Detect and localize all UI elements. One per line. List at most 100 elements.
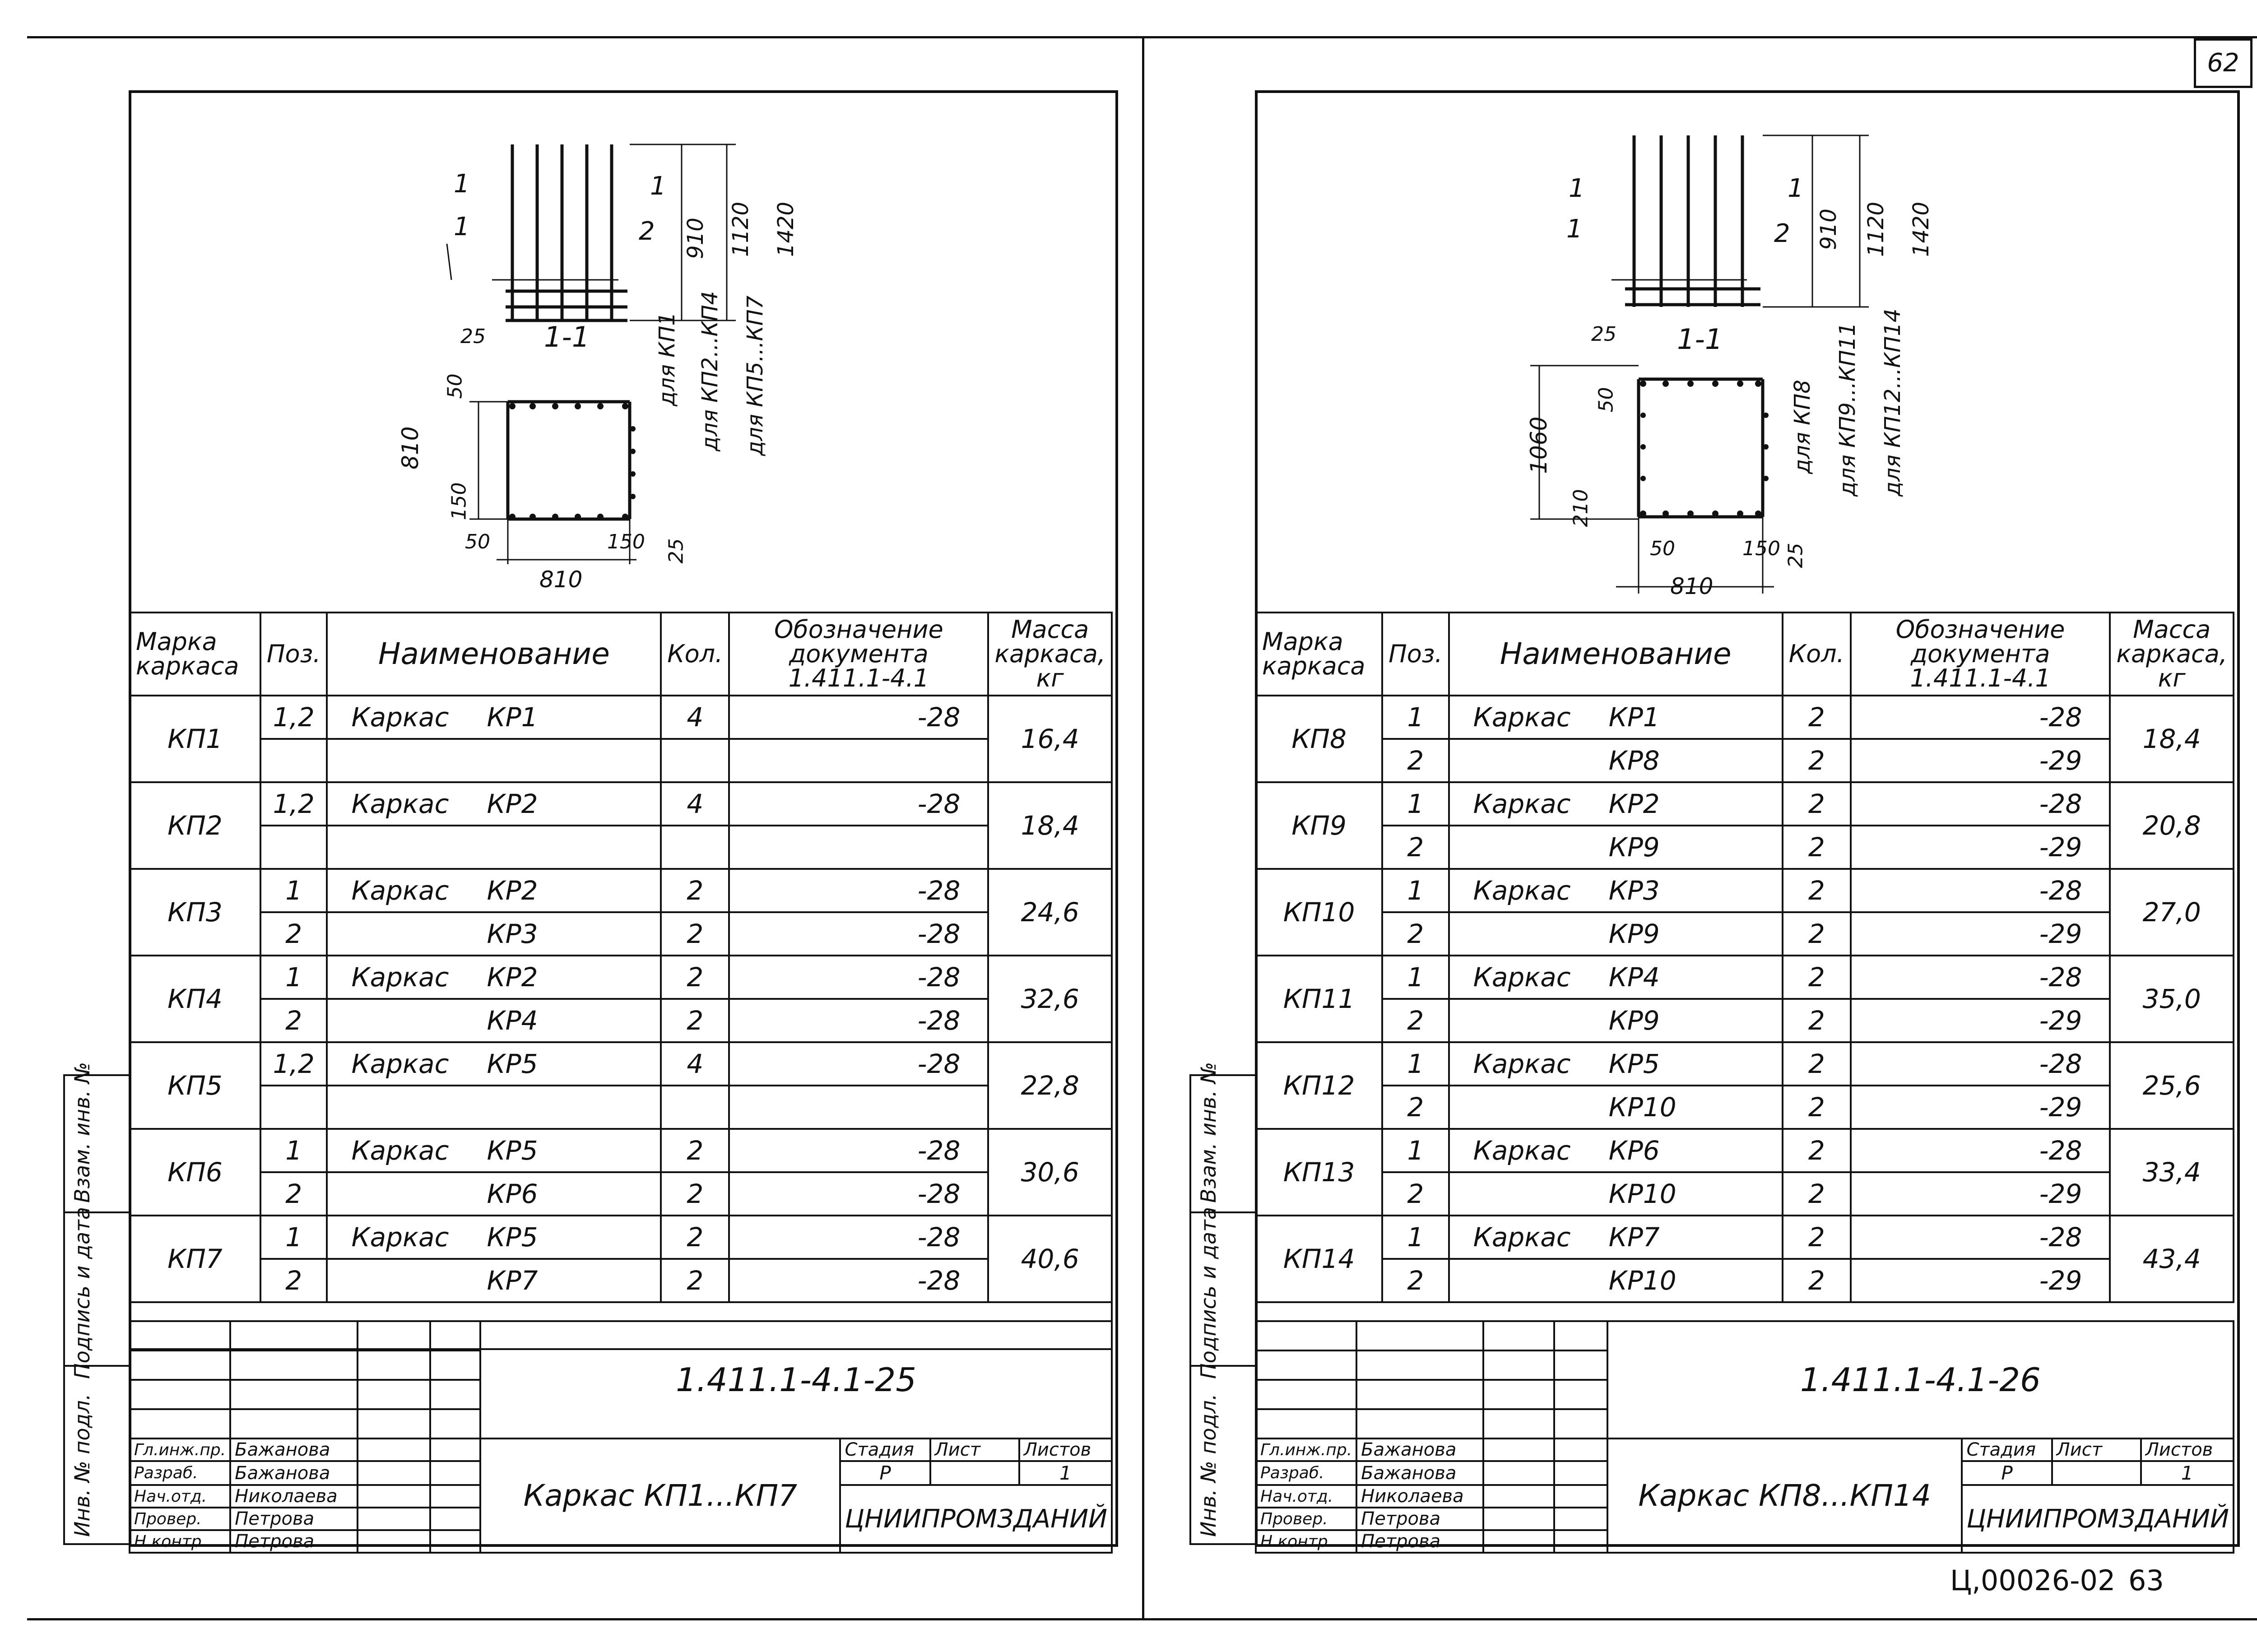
hdr-qty: Кол. (1781, 612, 1852, 696)
cell-qty: 2 (660, 955, 730, 1000)
note-kp5-kp7-left: для КП5...КП7 (743, 295, 768, 456)
name-4-right: Петрова (1356, 1529, 1484, 1554)
cell-doc: -28 (1849, 955, 2111, 1000)
cell-name: КР10 (1448, 1085, 1783, 1130)
section-label-right: 1-1 (1677, 323, 1723, 356)
hdr-doc: Обозначение документа 1.411.1-4.1 (1849, 612, 2111, 696)
hdr-mass: Масса каркаса, кг (987, 612, 1113, 696)
cell-qty: 2 (660, 1171, 730, 1216)
footer-code: Ц,00026-02 (1950, 1564, 2116, 1597)
item-code: КР5 (487, 1222, 538, 1253)
cell-doc: -29 (1849, 1171, 2111, 1216)
item-kind: Каркас (1473, 789, 1571, 819)
cell-doc (728, 825, 989, 870)
item-code: КР10 (1608, 1179, 1676, 1209)
table-row (130, 738, 1112, 783)
side-stamp-right (1189, 1074, 1257, 1545)
mark-2-right: 2 (1774, 219, 1790, 248)
role-4-right: Н.контр. (1254, 1529, 1358, 1554)
name-1-right: Бажанова (1356, 1460, 1484, 1486)
name-4-left: Петрова (229, 1529, 358, 1554)
cell-mass: 32,6 (987, 955, 1113, 1043)
dim-1420-right: 1420 (1909, 201, 1934, 257)
side-label-inv-right: Инв. № подл. (1196, 1393, 1221, 1537)
cell-doc: -28 (728, 1041, 989, 1086)
cell-qty: 2 (1781, 868, 1852, 913)
cell-pos: 2 (259, 1171, 328, 1216)
cell-qty: 2 (1781, 825, 1852, 870)
stage-right: Р (1963, 1462, 2053, 1484)
cell-mark: КП2 (129, 781, 261, 870)
item-code: КР9 (1608, 919, 1660, 949)
cell-qty: 2 (660, 911, 730, 956)
cell-mark: КП11 (1254, 955, 1384, 1043)
cell-doc: -28 (728, 955, 989, 1000)
cell-name: Каркас КР4 (1448, 955, 1783, 1000)
hdr-pos: Поз. (1381, 612, 1450, 696)
cell-name (326, 738, 662, 783)
cell-name: КР10 (1448, 1171, 1783, 1216)
title-right: Каркас КП8...КП14 (1606, 1438, 1963, 1554)
name-3-right: Петрова (1356, 1507, 1484, 1531)
cell-qty: 2 (1781, 738, 1852, 783)
cell-mass: 18,4 (2109, 695, 2234, 783)
role-0-left: Гл.инж.пр. (128, 1438, 232, 1462)
side-label-vzam-right: Взам. инв. № (1196, 1062, 1221, 1203)
mark-1c-left: 1 (650, 172, 666, 201)
item-code: КР5 (487, 1049, 538, 1079)
cell-name: КР9 (1448, 911, 1783, 956)
title-block-right: 1.411.1-4.1-26 Гл.инж.пр.Бажанова Каркас… (1254, 1320, 2235, 1554)
item-kind: Каркас (1473, 962, 1571, 993)
cell-mass: 40,6 (987, 1215, 1113, 1303)
role-1-right: Разраб. (1254, 1460, 1358, 1486)
item-kind: Каркас (351, 702, 449, 733)
rebar-section-drawing-left (446, 144, 736, 564)
item-kind: Каркас (351, 962, 449, 993)
cell-qty: 2 (1781, 781, 1852, 826)
mark-1b-left: 1 (454, 212, 470, 241)
sheets-label-left: Листов (1023, 1439, 1091, 1460)
cell-mark: КП14 (1254, 1215, 1384, 1303)
dim-1060-right: 1060 (1526, 416, 1552, 474)
cell-pos: 1 (1381, 868, 1450, 913)
cell-pos: 2 (259, 911, 328, 956)
name-2-left: Николаева (229, 1484, 358, 1508)
hdr-name: Наименование (326, 612, 662, 696)
cell-doc: -28 (728, 1128, 989, 1173)
cell-pos: 1 (1381, 955, 1450, 1000)
cell-doc: -28 (728, 1258, 989, 1303)
cell-qty: 2 (1781, 1085, 1852, 1130)
dim-210-right: 210 (1569, 489, 1593, 527)
cell-qty: 2 (1781, 998, 1852, 1043)
stage-label-right: Стадия (1963, 1439, 2053, 1460)
note-kp2-kp4-left: для КП2...КП4 (697, 291, 723, 451)
cell-qty: 4 (660, 695, 730, 740)
dim-810h-left: 810 (539, 566, 583, 593)
mark-2-left: 2 (639, 217, 655, 246)
mark-1a-right: 1 (1569, 174, 1585, 203)
cell-mass: 20,8 (2109, 781, 2234, 870)
cell-pos: 2 (1381, 911, 1450, 956)
cell-pos: 1 (259, 868, 328, 913)
cell-doc: -29 (1849, 1258, 2111, 1303)
cell-mark: КП4 (129, 955, 261, 1043)
cell-mark: КП6 (129, 1128, 261, 1216)
cell-mark: КП8 (1254, 695, 1384, 783)
cell-qty: 2 (1781, 695, 1852, 740)
item-code: КР4 (1608, 962, 1660, 993)
note-kp12-kp14-right: для КП12...КП14 (1880, 308, 1905, 497)
hdr-pos: Поз. (259, 612, 328, 696)
sheet-label-right: Лист (2052, 1439, 2142, 1460)
dim-1120-right: 1120 (1863, 201, 1889, 257)
